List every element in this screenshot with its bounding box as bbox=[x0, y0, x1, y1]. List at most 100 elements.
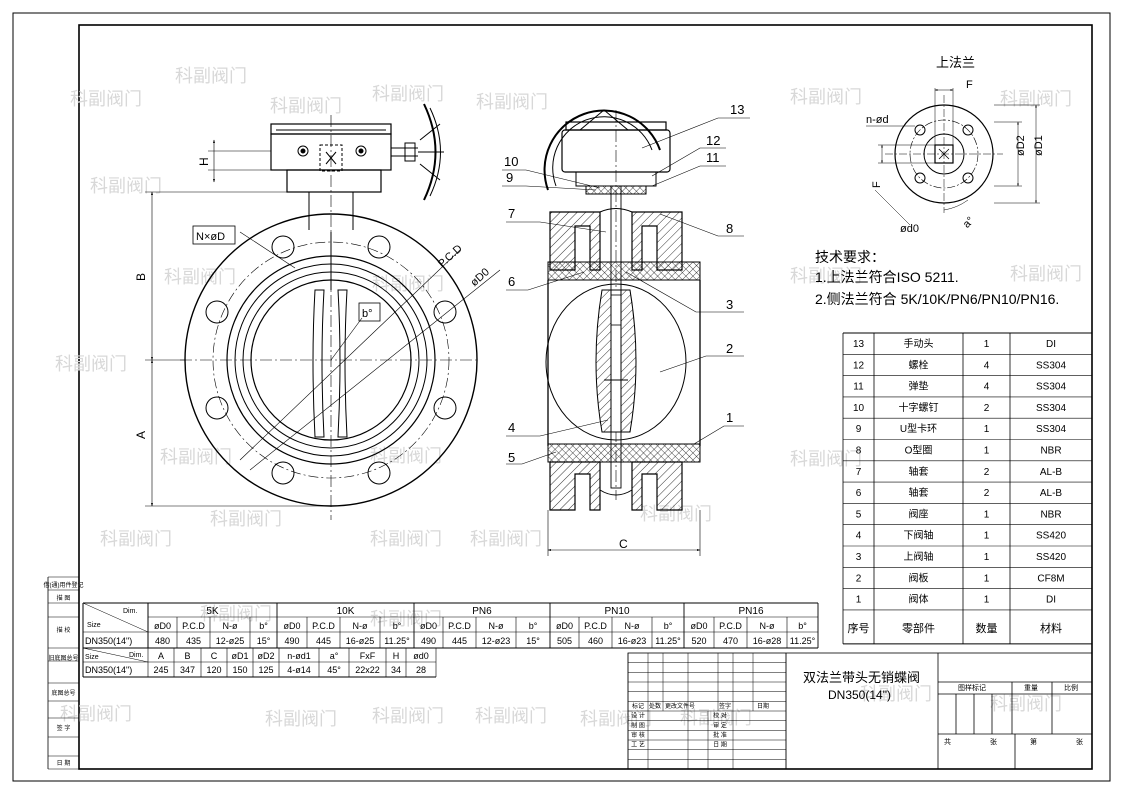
parts-row-no: 9 bbox=[856, 424, 862, 435]
dim-header: C bbox=[211, 651, 218, 661]
flange-subheader: N-ø bbox=[760, 621, 775, 631]
parts-row-material: AL-B bbox=[1040, 488, 1063, 499]
flange-subheader: øD0 bbox=[690, 621, 707, 631]
balloon-6: 6 bbox=[508, 274, 515, 289]
parts-row-no: 13 bbox=[853, 339, 865, 350]
watermark: 科副阀门 bbox=[860, 684, 932, 704]
dim-value: 347 bbox=[180, 665, 195, 675]
flange-subheader: øD0 bbox=[420, 621, 437, 631]
flange-subheader: N-ø bbox=[353, 621, 368, 631]
top-flange-detail bbox=[866, 88, 1040, 226]
outer-border bbox=[12, 12, 1111, 782]
side-view-labels: 13 12 10 9 11 7 8 6 3 2 4 5 1 C bbox=[504, 102, 744, 551]
watermark: 科副阀门 bbox=[476, 92, 548, 112]
parts-row-name: 螺栓 bbox=[909, 358, 929, 371]
flange-subheader: øD0 bbox=[154, 621, 171, 631]
watermark-layer: 科副阀门 科副阀门 科副阀门 科副阀门 科副阀门 科副阀门 科副阀门 科副阀门 … bbox=[55, 66, 1082, 729]
flange-group-header: 5K bbox=[206, 606, 219, 617]
flange-dim-label: Dim. bbox=[123, 608, 137, 615]
sheet-no-label: 第 bbox=[1030, 737, 1037, 746]
dim-header: n-ød1 bbox=[287, 651, 311, 661]
parts-row-material: SS304 bbox=[1036, 403, 1066, 414]
left-strip-label: 底图总号 bbox=[51, 689, 75, 697]
parts-row-qty: 1 bbox=[984, 509, 990, 520]
balloon-5: 5 bbox=[508, 450, 515, 465]
flange-value: 11.25° bbox=[790, 636, 816, 646]
parts-row-qty: 1 bbox=[984, 552, 990, 563]
sign-left: 设 计 bbox=[631, 712, 645, 720]
sign-right: 日 期 bbox=[713, 741, 727, 749]
sign-left: 工 艺 bbox=[631, 741, 645, 749]
flange-value: 15° bbox=[257, 636, 271, 646]
balloon-12: 12 bbox=[706, 133, 720, 148]
flange-value: 12-ø23 bbox=[482, 636, 511, 646]
flange-value: 445 bbox=[316, 636, 331, 646]
parts-row-name: O型圈 bbox=[905, 444, 933, 457]
parts-row-material: DI bbox=[1046, 595, 1056, 606]
left-strip-label: 旧底图总号 bbox=[48, 654, 78, 662]
parts-row-material: NBR bbox=[1040, 446, 1061, 457]
parts-row-qty: 4 bbox=[984, 360, 990, 371]
watermark: 科副阀门 bbox=[1000, 89, 1072, 109]
watermark: 科副阀门 bbox=[790, 87, 862, 107]
parts-row-qty: 4 bbox=[984, 382, 990, 393]
label-F-side: F bbox=[871, 181, 883, 188]
watermark: 科副阀门 bbox=[1010, 264, 1082, 284]
flange-subheader: b° bbox=[259, 621, 268, 631]
scale-label: 比例 bbox=[1064, 683, 1078, 692]
flange-group-header: PN10 bbox=[604, 606, 629, 617]
mark-label: 图样标记 bbox=[958, 683, 986, 692]
flange-value: 11.25° bbox=[655, 636, 681, 646]
weight-label: 重量 bbox=[1024, 684, 1038, 692]
flange-value: 11.25° bbox=[384, 636, 410, 646]
parts-row-qty: 2 bbox=[984, 403, 990, 414]
flange-group-header: PN6 bbox=[472, 606, 492, 617]
watermark: 科副阀门 bbox=[680, 708, 752, 728]
top-flange-labels: 上法兰 F F n-ød øD2 øD1 ød0 a° bbox=[866, 56, 1045, 235]
sign-left: 制 图 bbox=[631, 721, 645, 729]
side-view bbox=[502, 109, 750, 556]
flange-subheader: N-ø bbox=[489, 621, 504, 631]
parts-row-no: 10 bbox=[853, 403, 865, 414]
parts-row-name: 阀体 bbox=[909, 593, 929, 606]
parts-header-no: 序号 bbox=[848, 621, 870, 635]
watermark: 科副阀门 bbox=[90, 176, 162, 196]
watermark: 科副阀门 bbox=[475, 706, 547, 726]
rev-header: 标记 bbox=[632, 702, 644, 710]
flange-value: 16-ø25 bbox=[346, 636, 375, 646]
dim-header: a° bbox=[330, 651, 339, 661]
parts-row-material: CF8M bbox=[1037, 573, 1064, 584]
parts-header-qty: 数量 bbox=[976, 622, 998, 635]
flange-value: 15° bbox=[526, 636, 540, 646]
dim-header: øD2 bbox=[257, 651, 274, 661]
watermark: 科副阀门 bbox=[580, 709, 652, 729]
parts-row-material: SS304 bbox=[1036, 424, 1066, 435]
watermark: 科副阀门 bbox=[790, 266, 862, 286]
sign-right: 校 对 bbox=[713, 712, 727, 720]
flange-subheader: øD0 bbox=[283, 621, 300, 631]
parts-row-no: 8 bbox=[856, 446, 862, 457]
label-C: C bbox=[619, 537, 628, 551]
flange-size-label: Size bbox=[87, 622, 101, 629]
flange-size: DN350(14") bbox=[85, 636, 132, 646]
flange-subheader: N-ø bbox=[223, 621, 238, 631]
watermark: 科副阀门 bbox=[790, 449, 862, 469]
parts-header-name: 零部件 bbox=[902, 621, 935, 635]
flange-group-header: PN16 bbox=[738, 606, 763, 617]
title-name: 双法兰带头无销蝶阀 bbox=[803, 670, 920, 685]
rev-text: 标记处数更改文件号签字日期设 计制 图审 核工 艺校 对审 定批 准日 期 bbox=[631, 702, 769, 749]
label-d0: ød0 bbox=[900, 223, 919, 235]
dim-dim-label: Dim. bbox=[129, 652, 143, 659]
watermark: 科副阀门 bbox=[990, 694, 1062, 714]
parts-row-qty: 2 bbox=[984, 488, 990, 499]
dim-value: 22x22 bbox=[355, 665, 380, 675]
balloon-11: 11 bbox=[706, 150, 720, 165]
dim-header: H bbox=[393, 651, 400, 661]
dim-value: 120 bbox=[206, 665, 221, 675]
watermark: 科副阀门 bbox=[372, 84, 444, 104]
top-flange-title: 上法兰 bbox=[936, 56, 975, 71]
dim-value: 4-ø14 bbox=[287, 665, 311, 675]
